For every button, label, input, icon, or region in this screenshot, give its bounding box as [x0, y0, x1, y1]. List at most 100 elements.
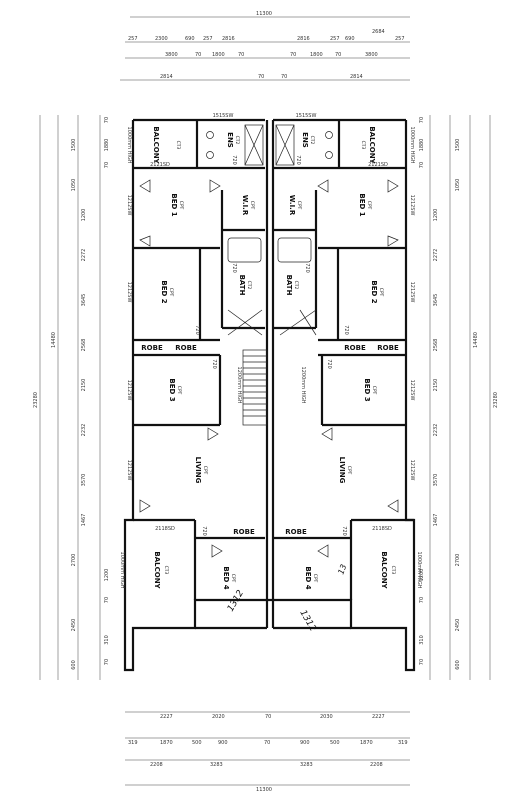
robe-right-1: ROBE: [344, 344, 366, 352]
top-dim-r3-2: 70: [258, 74, 264, 80]
top-dim-r2-5: 70: [290, 52, 296, 58]
top-dim-4: 257: [203, 36, 213, 42]
left-seg-9: 3570: [81, 474, 87, 487]
top-overall-dim: 11300: [256, 11, 272, 17]
left-inner-6: 310: [104, 635, 110, 645]
bottom-r2-5: 70: [264, 740, 270, 746]
top-dim-r2-6: 1800: [310, 52, 323, 58]
window-living-right: 1212SW: [409, 460, 415, 481]
cpt-bed1-l: CPT: [178, 201, 184, 210]
bottom-dimensions: 2227 2020 70 2030 2227 319 1870 500 900 …: [125, 711, 410, 793]
bed3-right-label: BED 3: [363, 378, 371, 401]
right-seg-13: 600: [455, 660, 461, 670]
left-seg-3: 1200: [81, 209, 87, 222]
left-seg-10: 1467: [81, 514, 87, 527]
bottom-r1-3: 70: [265, 714, 271, 720]
left-dimensions: 23280 14480 1500 1050 1200 2272 3645 256…: [33, 115, 110, 680]
bed2-right-label: BED 2: [370, 280, 378, 303]
right-seg-4: 2272: [433, 249, 439, 262]
ensuite-left-label: ENS: [226, 132, 234, 148]
top-dim-right-total: 2684: [372, 29, 385, 35]
top-dim-8: 690: [345, 36, 355, 42]
ct3-br: CT3: [390, 566, 396, 575]
window-bed3-left: 1212SW: [126, 380, 132, 401]
cpt-bed4-r: CPT: [312, 574, 318, 583]
right-seg-10: 1467: [433, 514, 439, 527]
bottom-r2-1: 319: [128, 740, 138, 746]
wir-left-label: W.I.R: [241, 195, 249, 216]
right-inner-3: 70: [419, 162, 425, 168]
top-dim-r3-4: 2814: [350, 74, 363, 80]
window-top-right: 1515SW: [296, 113, 317, 119]
top-dim-1: 257: [128, 36, 138, 42]
door-balcony-top-left: 2121SD: [150, 162, 170, 168]
door-720-5: 720: [194, 325, 200, 335]
rail-bottom-left: 1000mm HIGH: [119, 552, 125, 589]
bath-left-label: BATH: [238, 275, 246, 296]
top-dim-6: 2816: [297, 36, 310, 42]
robe-left-2: ROBE: [175, 344, 197, 352]
bed1-left-label: BED 1: [170, 193, 178, 216]
window-top-left: 1515SW: [213, 113, 234, 119]
top-dim-r2-1: 3800: [165, 52, 178, 58]
right-seg-2: 1050: [455, 179, 461, 192]
top-dim-3: 690: [185, 36, 195, 42]
robe-right-2: ROBE: [377, 344, 399, 352]
left-overall-dim: 23280: [33, 392, 39, 408]
top-dim-r3-1: 2814: [160, 74, 173, 80]
right-inner-7: 70: [419, 659, 425, 665]
right-seg-12: 2450: [455, 619, 461, 632]
cpt-bed3-l: CPT: [176, 386, 182, 395]
stair-rail-right: 1200mm HIGH: [300, 367, 306, 404]
bed4-left-label: BED 4: [222, 566, 230, 589]
cpt-bed2-r: CPT: [378, 288, 384, 297]
left-seg-13: 600: [71, 660, 77, 670]
right-inner-4: 1200: [419, 569, 425, 582]
ct2-ens-l: CT2: [234, 136, 240, 145]
ct3-tl: CT3: [175, 141, 181, 150]
left-seg-12: 2450: [71, 619, 77, 632]
right-seg-3: 1200: [433, 209, 439, 222]
door-balcony-bottom-left: 2118SD: [155, 526, 175, 532]
left-total-dim: 14480: [51, 332, 57, 348]
staircase: [227, 309, 317, 426]
right-inner-5: 70: [419, 597, 425, 603]
door-720-4: 720: [304, 263, 310, 273]
window-bed2-right: 1212SW: [409, 282, 415, 303]
door-720-9: 720: [201, 526, 207, 536]
stair-rail-left: 1200mm HIGH: [236, 367, 242, 404]
door-720-7: 720: [211, 359, 217, 369]
left-seg-11: 2700: [71, 554, 77, 567]
cpt-wir-l: CPT: [249, 201, 255, 210]
ct3-tr: CT3: [360, 141, 366, 150]
robe-bottom-right: ROBE: [285, 528, 307, 536]
bottom-r2-8: 1870: [360, 740, 373, 746]
door-720-2: 720: [295, 155, 301, 165]
cpt-wir-r: CPT: [296, 201, 302, 210]
top-dim-r3-3: 70: [281, 74, 287, 80]
right-inner-1: 70: [419, 117, 425, 123]
bottom-r2-4: 900: [218, 740, 228, 746]
rail-bottom-right: 1000mm HIGH: [416, 552, 422, 589]
ct2-bath-l: CT2: [246, 281, 252, 290]
top-dim-r2-7: 70: [335, 52, 341, 58]
wt-markers: [139, 179, 399, 558]
right-seg-8: 2232: [433, 424, 439, 437]
left-inner-5: 70: [104, 597, 110, 603]
door-balcony-bottom-right: 2118SD: [372, 526, 392, 532]
balcony-bottom-right-label: BALCONY: [380, 551, 388, 589]
bed2-left-label: BED 2: [160, 280, 168, 303]
door-720-3: 720: [231, 263, 237, 273]
window-bed1-right: 1212SW: [409, 195, 415, 216]
door-720-6: 720: [343, 325, 349, 335]
door-720-10: 720: [341, 526, 347, 536]
bottom-r1-4: 2030: [320, 714, 333, 720]
living-right-label: LIVING: [338, 457, 346, 484]
window-bed1-left: 1212SW: [126, 195, 132, 216]
bottom-r3-1: 2208: [150, 762, 163, 768]
left-seg-6: 2568: [81, 339, 87, 352]
bottom-r2-9: 319: [398, 740, 408, 746]
balcony-top-right-label: BALCONY: [368, 126, 376, 164]
cpt-bed4-l: CPT: [230, 574, 236, 583]
